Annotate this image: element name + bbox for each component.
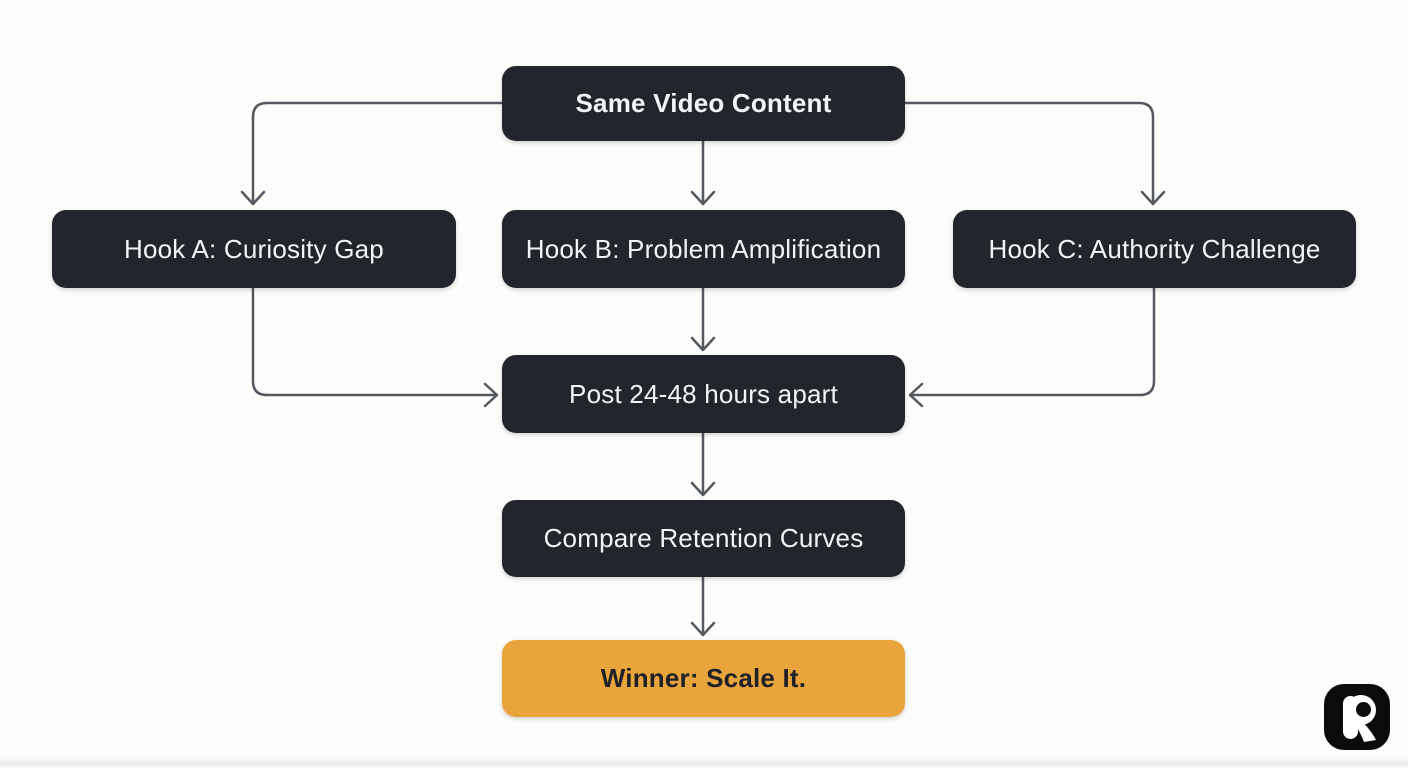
arrowhead-down-hook-a [240, 190, 266, 206]
edge-source-hook-a [251, 101, 504, 204]
node-hook-a-curiosity-gap: Hook A: Curiosity Gap [52, 210, 456, 288]
edge-hook-c-post [910, 286, 1156, 397]
node-hook-c-authority-challenge: Hook C: Authority Challenge [953, 210, 1356, 288]
arrowhead-left-post [908, 382, 924, 408]
arrowhead-down-post [690, 336, 716, 352]
node-winner-scale-it: Winner: Scale It. [502, 640, 905, 717]
node-hook-b-problem-amplification: Hook B: Problem Amplification [502, 210, 905, 288]
arrowhead-down-hook-b [690, 190, 716, 206]
node-post-24-48-hours-apart: Post 24-48 hours apart [502, 355, 905, 433]
node-same-video-content: Same Video Content [502, 66, 905, 141]
r-logo [1324, 684, 1390, 750]
edge-hook-a-post [251, 286, 497, 397]
edge-source-hook-c [903, 101, 1155, 204]
arrowhead-down-winner [690, 621, 716, 637]
r-logo-icon [1343, 695, 1376, 742]
node-compare-retention-curves: Compare Retention Curves [502, 500, 905, 577]
arrowhead-down-compare [690, 481, 716, 497]
arrowhead-down-hook-c [1140, 190, 1166, 206]
arrowhead-right-post [483, 382, 499, 408]
bottom-edge-shadow [0, 758, 1408, 768]
